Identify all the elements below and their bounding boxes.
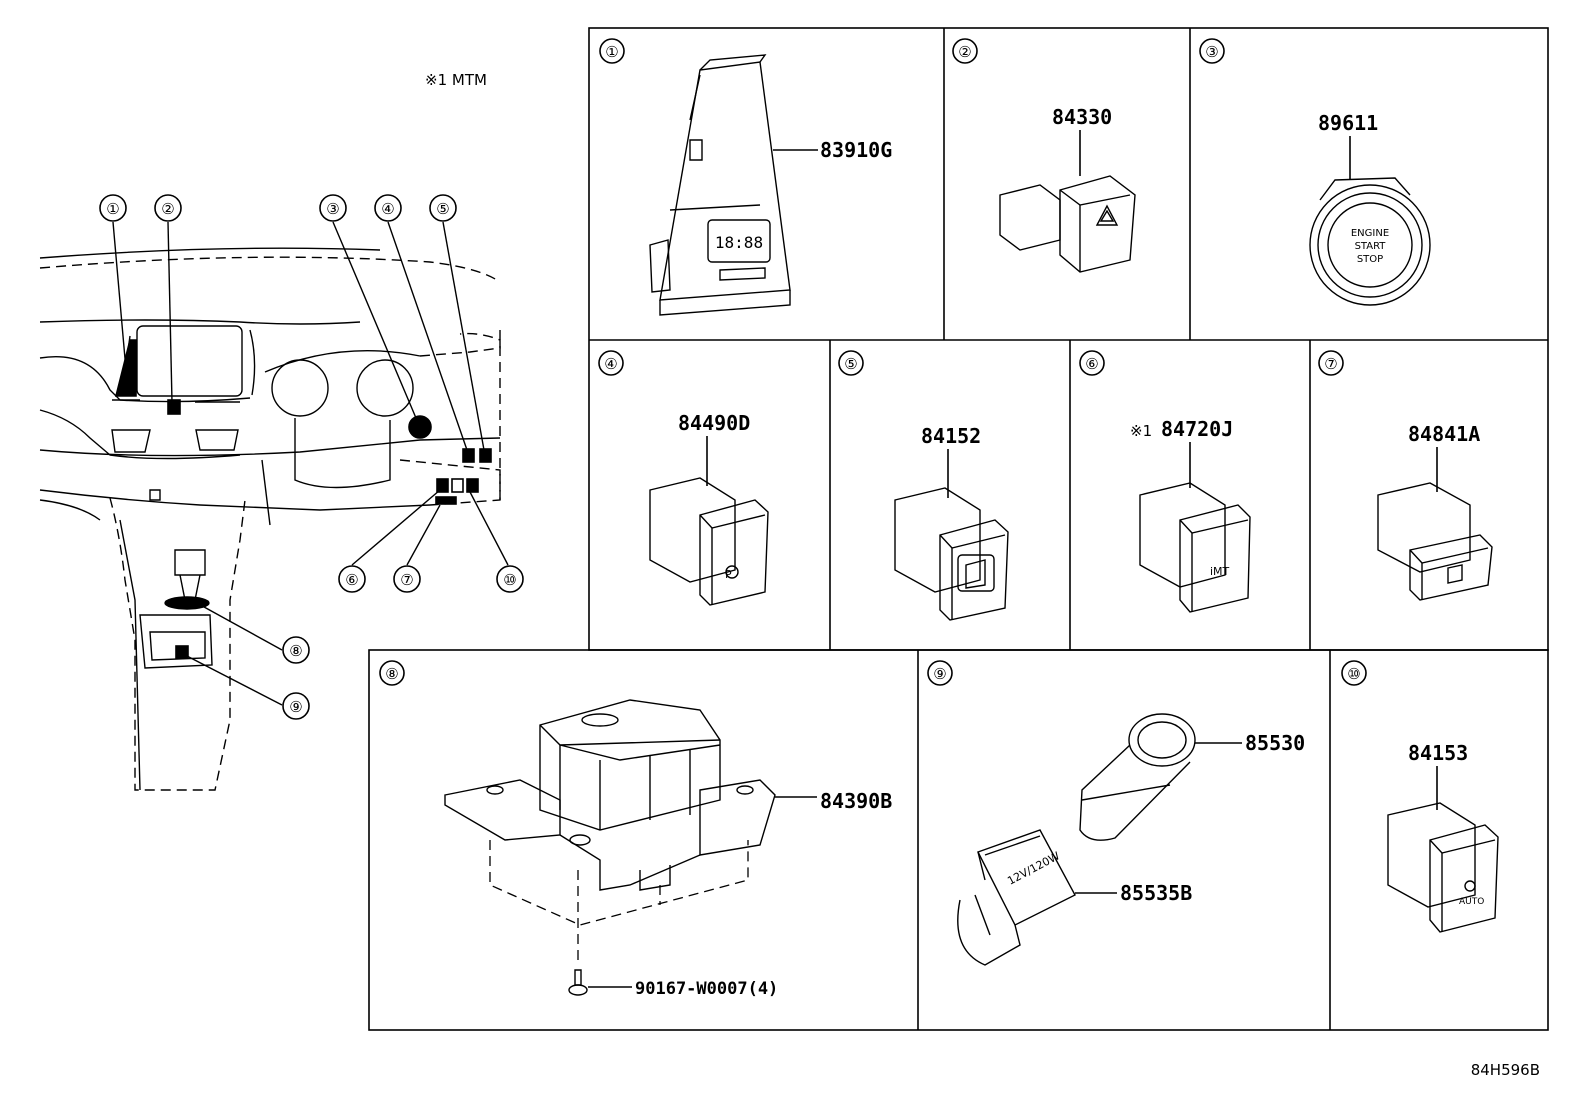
marker-4 (462, 448, 475, 463)
hazard-switch (999, 175, 1136, 273)
diagram-code: 84H596B (1471, 1061, 1540, 1079)
svg-text:⑥: ⑥ (1085, 355, 1098, 373)
svg-text:⑦: ⑦ (1324, 355, 1337, 373)
engine-start-button: ENGINE START STOP (1309, 177, 1431, 306)
panel-8: ⑧ 84390B 901 (379, 660, 892, 999)
part-85530: 85530 (1245, 731, 1305, 755)
svg-text:⑤: ⑤ (844, 355, 857, 373)
svg-text:⑥: ⑥ (345, 571, 358, 589)
marker-2 (167, 399, 181, 415)
svg-text:⑤: ⑤ (436, 200, 449, 218)
panel-7: ⑦ 84841A (1318, 350, 1493, 601)
switch-84720j: iMT (1139, 482, 1251, 613)
switch-84152 (894, 487, 1009, 621)
svg-text:ENGINE: ENGINE (1351, 228, 1389, 239)
note-ref-6: ※1 (1130, 422, 1152, 440)
svg-text:④: ④ (381, 200, 394, 218)
panel-6: ⑥ ※1 84720J iMT (1079, 350, 1251, 613)
svg-text:P: P (725, 568, 732, 581)
panel-10: ⑩ 84153 AUTO (1341, 660, 1499, 933)
note-label: ※1 MTM (425, 71, 487, 89)
panel-3: ③ 89611 ENGINE START STOP (1199, 38, 1431, 306)
part-84390b: 84390B (820, 789, 892, 813)
dashed-frame (489, 840, 749, 965)
svg-text:④: ④ (604, 355, 617, 373)
marker-3 (408, 415, 432, 439)
svg-text:②: ② (958, 43, 971, 61)
svg-text:12V/120W: 12V/120W (1005, 849, 1062, 887)
svg-text:⑨: ⑨ (289, 698, 302, 716)
part-84153: 84153 (1408, 741, 1468, 765)
svg-text:⑩: ⑩ (503, 571, 516, 589)
panel-1: ① 18:88 83910G (599, 38, 892, 316)
svg-text:AUTO: AUTO (1459, 897, 1484, 907)
panel-9: ⑨ 85530 12V/120W 85535B (927, 660, 1305, 966)
svg-text:⑧: ⑧ (289, 642, 302, 660)
shift-panel-switch (444, 699, 776, 891)
svg-text:③: ③ (1205, 43, 1218, 61)
part-89611: 89611 (1318, 111, 1378, 135)
part-84720j: 84720J (1161, 417, 1233, 441)
dashboard-overview: ※1 MTM (39, 71, 524, 791)
svg-text:⑨: ⑨ (933, 665, 946, 683)
marker-6 (436, 478, 449, 493)
dashboard-illustration (39, 247, 501, 791)
marker-5 (479, 448, 492, 463)
screw-icon (568, 969, 588, 996)
marker-7 (435, 496, 457, 505)
panel-2: ② 84330 (952, 38, 1136, 273)
svg-text:①: ① (605, 43, 618, 61)
svg-text:⑧: ⑧ (385, 665, 398, 683)
panel-4: ④ 84490D P (598, 350, 769, 606)
switch-84841a (1377, 482, 1493, 601)
part-90167-w0007: 90167-W0007(4) (635, 979, 778, 999)
svg-text:STOP: STOP (1357, 254, 1383, 265)
part-84152: 84152 (921, 424, 981, 448)
panel-grid (368, 27, 1549, 1031)
svg-text:⑩: ⑩ (1347, 665, 1360, 683)
panel-5: ⑤ 84152 (838, 350, 1009, 621)
marker-10 (466, 478, 479, 493)
part-83910g: 83910G (820, 138, 892, 162)
svg-text:START: START (1355, 241, 1387, 252)
part-85535b: 85535B (1120, 881, 1192, 905)
overview-callouts: ① ② ③ ④ ⑤ ⑥ ⑦ ⑧ ⑨ ⑩ (99, 194, 524, 720)
svg-text:iMT: iMT (1210, 565, 1230, 578)
svg-text:②: ② (161, 200, 174, 218)
switch-84490d: P (649, 477, 769, 606)
overview-leaders (112, 221, 509, 706)
svg-text:⑦: ⑦ (400, 571, 413, 589)
switch-84153: AUTO (1387, 802, 1499, 933)
svg-text:③: ③ (326, 200, 339, 218)
svg-text:①: ① (106, 200, 119, 218)
svg-text:18:88: 18:88 (715, 233, 763, 252)
part-84841a: 84841A (1408, 422, 1480, 446)
clock-unit: 18:88 (649, 54, 791, 316)
part-84490d: 84490D (678, 411, 750, 435)
socket-cap: 12V/120W (957, 829, 1076, 966)
part-84330: 84330 (1052, 105, 1112, 129)
power-outlet-socket (1079, 713, 1196, 841)
marker-6b (451, 478, 464, 493)
